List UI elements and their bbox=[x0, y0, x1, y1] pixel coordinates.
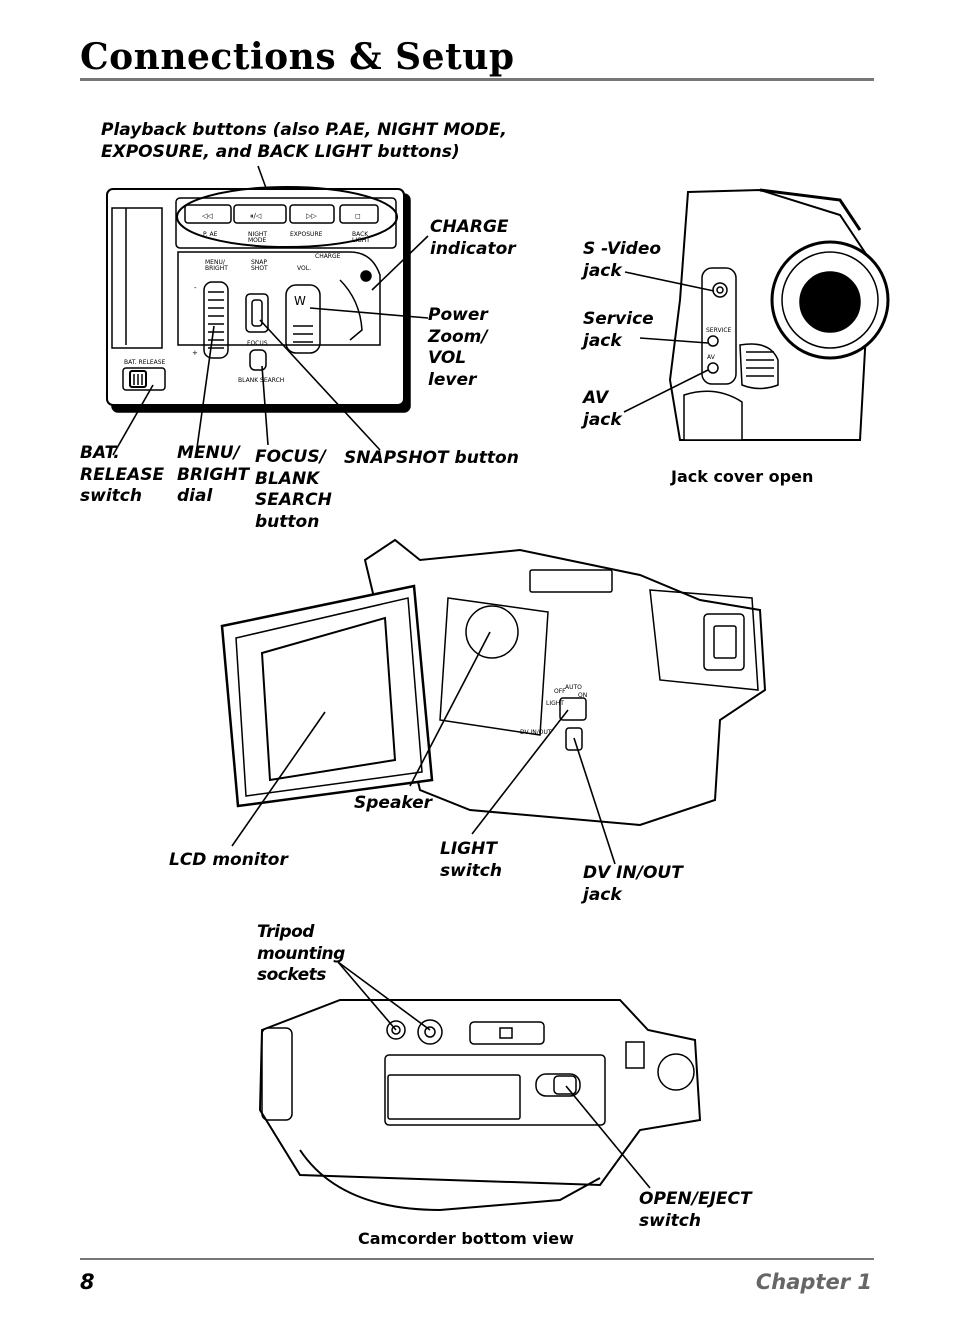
callout-svideo-jack: S -Video jack bbox=[583, 239, 662, 281]
page-title: Connections & Setup bbox=[80, 36, 515, 78]
service-label: SERVICE bbox=[706, 327, 732, 334]
light-switch-label: LIGHT bbox=[546, 700, 564, 707]
bottom-view-leaders bbox=[337, 961, 651, 1189]
exposure-label: EXPOSURE bbox=[290, 231, 323, 238]
caption-bottom-view: Camcorder bottom view bbox=[358, 1229, 574, 1248]
callout-focus-blank-search-button: FOCUS/ BLANK SEARCH button bbox=[255, 447, 332, 532]
bottom-view-illustration bbox=[258, 999, 702, 1212]
auto-label: AUTO bbox=[565, 684, 582, 691]
dial-minus: - bbox=[194, 284, 197, 292]
snap-label: SNAP bbox=[251, 259, 267, 266]
av-label: AV bbox=[707, 354, 716, 361]
callout-power-zoom-lever: Power Zoom/ VOL lever bbox=[428, 305, 488, 390]
dv-label: DV IN/OUT bbox=[520, 729, 552, 736]
callout-av-jack: AV jack bbox=[583, 388, 622, 430]
callout-charge-indicator: CHARGE indicator bbox=[430, 217, 516, 259]
chapter-label: Chapter 1 bbox=[755, 1270, 872, 1294]
svg-text:▷▷: ▷▷ bbox=[306, 212, 317, 220]
zoom-w-label: W bbox=[294, 294, 306, 308]
bat-release-label: BAT. RELEASE bbox=[124, 359, 166, 366]
menu-label: MENU/ bbox=[205, 259, 226, 266]
off-label: OFF bbox=[554, 688, 566, 695]
control-panel-illustration: ◁◁ ⏸/◁ ▷▷ ◻ P. AE NIGHT MODE EXPOSURE BA… bbox=[106, 186, 411, 413]
back-label: BACK bbox=[352, 231, 369, 238]
night-label: NIGHT bbox=[248, 231, 267, 238]
callout-open-eject-switch: OPEN/EJECT switch bbox=[639, 1189, 752, 1231]
svg-text:◁◁: ◁◁ bbox=[202, 212, 213, 220]
callout-playback-buttons: Playback buttons (also P.AE, NIGHT MODE,… bbox=[101, 120, 507, 162]
svg-text:◻: ◻ bbox=[355, 212, 361, 220]
callout-snapshot-button: SNAPSHOT button bbox=[344, 448, 519, 468]
side-view-illustration: OFF AUTO ON LIGHT DV IN/OUT bbox=[220, 538, 767, 827]
blank-search-label: BLANK SEARCH bbox=[238, 377, 284, 384]
callout-tripod-sockets: Tripod mounting sockets bbox=[257, 922, 345, 985]
focus-label: FOCUS bbox=[247, 340, 268, 347]
control-panel-leaders bbox=[112, 165, 429, 456]
callout-bat-release-switch: BAT. RELEASE switch bbox=[80, 443, 165, 506]
mode-label: MODE bbox=[248, 237, 267, 244]
callout-menu-bright-dial: MENU/ BRIGHT dial bbox=[177, 443, 250, 506]
footer-rule bbox=[80, 1258, 874, 1260]
jack-view-illustration: SERVICE AV bbox=[668, 188, 890, 441]
title-rule bbox=[80, 78, 874, 81]
jack-view-leaders bbox=[623, 271, 715, 413]
svg-text:⏸/◁: ⏸/◁ bbox=[250, 212, 262, 220]
page-number: 8 bbox=[80, 1270, 95, 1294]
light-label: LIGHT bbox=[352, 237, 370, 244]
bright-label: BRIGHT bbox=[205, 265, 228, 272]
vol-label: VOL. bbox=[297, 265, 311, 272]
callout-lcd-monitor: LCD monitor bbox=[169, 850, 288, 870]
on-label: ON bbox=[578, 692, 587, 699]
callout-speaker: Speaker bbox=[354, 793, 433, 813]
side-view-leaders bbox=[231, 631, 616, 865]
callout-service-jack: Service jack bbox=[583, 309, 654, 351]
caption-jack-cover-open: Jack cover open bbox=[671, 467, 814, 486]
pae-label: P. AE bbox=[203, 231, 218, 238]
charge-label: CHARGE bbox=[315, 253, 341, 260]
callout-light-switch: LIGHT switch bbox=[440, 839, 502, 881]
shot-label: SHOT bbox=[251, 265, 268, 272]
dial-plus: + bbox=[192, 349, 198, 357]
callout-dv-in-out-jack: DV IN/OUT jack bbox=[583, 863, 683, 905]
